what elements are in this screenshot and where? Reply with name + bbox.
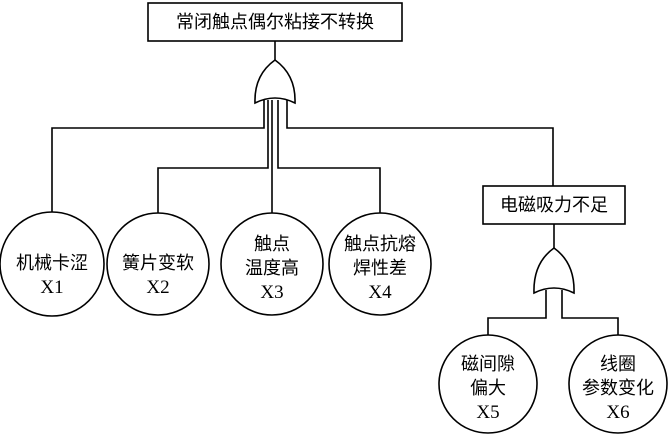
wire-x5 — [487, 290, 547, 336]
basic-event-label: 参数变化 — [582, 378, 654, 399]
basic-event-circle — [568, 334, 668, 434]
top-gate-branches — [51, 100, 554, 214]
basic-event-label: 簧片变软 — [122, 253, 194, 274]
basic-event-x4: 触点抗熔 焊性差 X4 — [328, 212, 432, 316]
basic-event-x3: 触点 温度高 X3 — [220, 212, 324, 316]
top-event-box — [147, 2, 403, 42]
basic-event-code: X6 — [606, 402, 629, 423]
basic-event-x6: 线圈 参数变化 X6 — [568, 334, 668, 434]
or-gate-top — [254, 59, 296, 105]
basic-event-circle — [106, 212, 210, 316]
wire-x4 — [277, 100, 381, 213]
wire-x2 — [157, 100, 269, 213]
wire-x1 — [51, 100, 265, 212]
basic-event-code: X5 — [476, 402, 499, 423]
basic-event-circle — [0, 211, 105, 317]
intermediate-event-label: 电磁吸力不足 — [500, 195, 608, 216]
basic-event-label: 偏大 — [470, 378, 506, 399]
or-gate-intermediate — [533, 247, 575, 295]
intermediate-gate-branches — [487, 290, 619, 336]
basic-event-code: X4 — [368, 282, 392, 303]
basic-event-label: 触点抗熔 — [344, 234, 416, 255]
basic-event-x5: 磁间隙 偏大 X5 — [438, 334, 538, 434]
basic-event-label: 线圈 — [600, 354, 636, 375]
top-event-label: 常闭触点偶尔粘接不转换 — [176, 12, 374, 33]
basic-event-circle — [328, 212, 432, 316]
basic-event-code: X1 — [40, 277, 63, 298]
intermediate-event-box — [482, 185, 626, 225]
basic-event-label: 温度高 — [245, 258, 299, 279]
basic-event-label: 触点 — [254, 234, 290, 255]
intermediate-event: 电磁吸力不足 — [482, 185, 626, 225]
basic-event-x1: 机械卡涩 X1 — [0, 211, 105, 317]
basic-event-label: 焊性差 — [353, 258, 407, 279]
wire-intermediate — [286, 100, 554, 186]
basic-event-label: 机械卡涩 — [16, 253, 88, 274]
basic-event-label: 磁间隙 — [461, 354, 515, 375]
basic-event-x2: 簧片变软 X2 — [106, 212, 210, 316]
wire-x6 — [561, 290, 619, 336]
basic-event-circle — [438, 334, 538, 434]
basic-event-code: X3 — [260, 282, 283, 303]
basic-event-circle — [220, 212, 324, 316]
top-event: 常闭触点偶尔粘接不转换 — [147, 2, 403, 42]
basic-event-code: X2 — [146, 277, 169, 298]
